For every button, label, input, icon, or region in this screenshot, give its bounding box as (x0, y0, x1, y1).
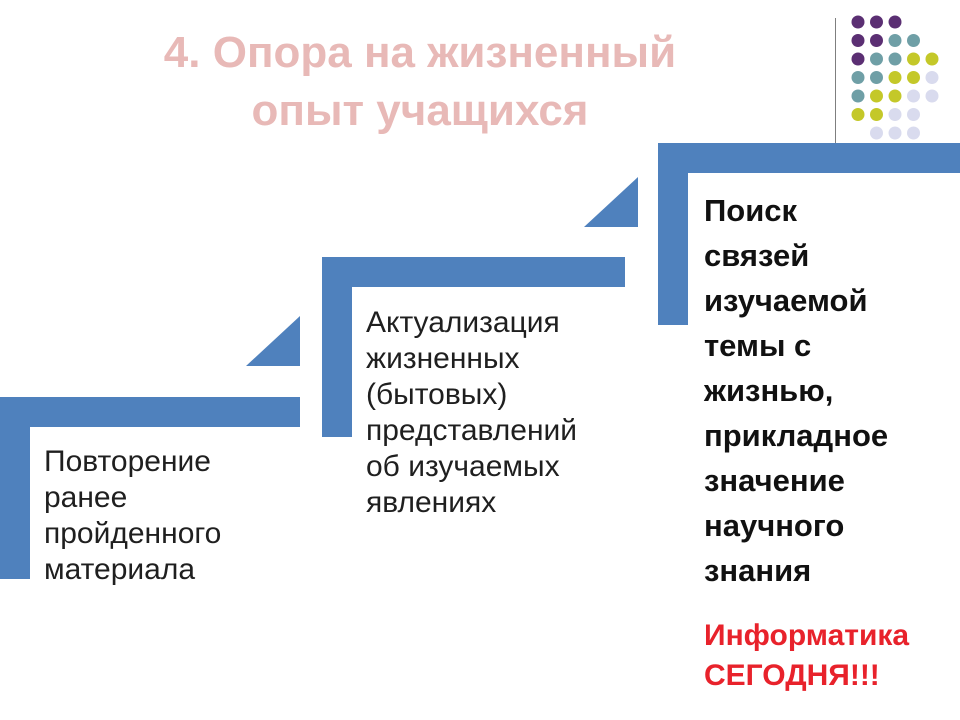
decorative-dot (907, 89, 920, 103)
highlight-line-1: Информатика (704, 619, 910, 652)
step-1-bracket-side (0, 397, 30, 579)
step-2-line: об изучаемых (366, 450, 560, 483)
step-1-line: Повторение (44, 445, 211, 478)
highlight-text: Информатика СЕГОДНЯ!!! (704, 616, 909, 696)
decorative-dot (907, 108, 920, 121)
decorative-dot (907, 34, 920, 47)
decorative-dot (870, 89, 883, 103)
decorative-dot (851, 71, 865, 84)
step-1-line: пройденного (44, 517, 222, 550)
decorative-dot (851, 34, 865, 47)
decorative-dot (870, 108, 883, 121)
decorative-dot (907, 71, 920, 84)
decorative-dot (888, 15, 902, 29)
decorative-dot (925, 71, 939, 84)
step-3-line: знания (704, 553, 812, 588)
step-2-line: представлений (366, 414, 578, 447)
decorative-dot (907, 126, 920, 140)
decorative-dot (888, 52, 902, 66)
decorative-dot (907, 52, 920, 66)
slide-title-line-2: опыт учащихся (251, 86, 589, 135)
step-3-text: Поиск связей изучаемой темы с жизнью, пр… (704, 188, 954, 593)
decorative-dot (851, 15, 865, 29)
step-1-text: Повторение ранее пройденного материала (44, 444, 314, 588)
step-3-line: изучаемой (704, 283, 868, 318)
decorative-dot (888, 71, 902, 84)
decorative-dot (870, 15, 883, 29)
step-1-line: ранее (44, 481, 128, 514)
step-1-arrow-icon (246, 316, 300, 366)
step-3-line: связей (704, 238, 810, 273)
decorative-dot (870, 52, 883, 66)
decorative-dot (888, 34, 902, 47)
step-3-bracket-side (658, 143, 688, 325)
decorative-dot (870, 71, 883, 84)
step-2-arrow-icon (584, 177, 638, 227)
step-3-line: Поиск (704, 193, 798, 228)
step-2-line: явлениях (366, 486, 497, 519)
step-2-line: (бытовых) (366, 378, 508, 411)
decorative-dot (851, 89, 865, 103)
step-3-line: жизнью, (704, 373, 834, 408)
decorative-dot (888, 126, 902, 140)
step-2-bracket-side (322, 257, 352, 437)
decorative-dot (870, 34, 883, 47)
decorative-dot-grid-icon (851, 15, 939, 140)
step-2-line: Актуализация (366, 306, 560, 339)
step-3-line: научного (704, 508, 845, 543)
decorative-dot (925, 52, 939, 66)
decorative-dot (888, 108, 902, 121)
decorative-dot (888, 89, 902, 103)
step-3-bracket-top (658, 143, 960, 173)
decorative-divider (835, 18, 836, 143)
decorative-dot (851, 108, 865, 121)
step-3-line: значение (704, 463, 845, 498)
slide-title-line-1: 4. Опора на жизненный (163, 28, 677, 77)
slide-title: 4. Опора на жизненный опыт учащихся (40, 24, 800, 140)
decorative-dot (870, 126, 883, 140)
step-3-line: темы с (704, 328, 812, 363)
step-2-bracket-top (322, 257, 625, 287)
decorative-dot (851, 52, 865, 66)
step-2-line: жизненных (366, 342, 520, 375)
highlight-line-2: СЕГОДНЯ!!! (704, 659, 880, 692)
step-2-text: Актуализация жизненных (бытовых) предста… (366, 305, 656, 521)
decorative-dot (925, 89, 939, 103)
step-1-bracket-top (0, 397, 300, 427)
step-3-line: прикладное (704, 418, 889, 453)
step-1-line: материала (44, 553, 196, 586)
